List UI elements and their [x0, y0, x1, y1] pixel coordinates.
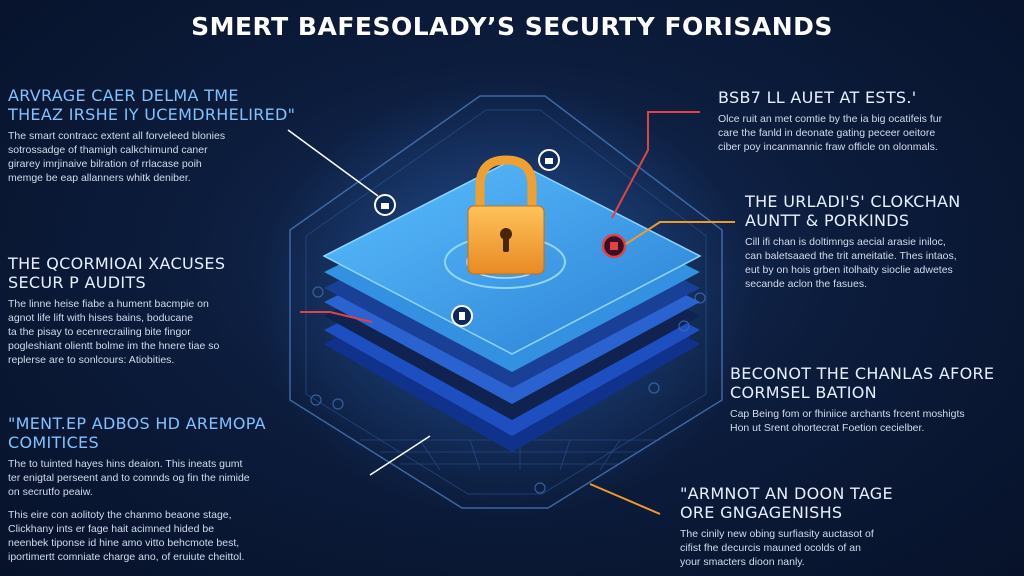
circuit-decoration: [310, 286, 706, 494]
block-body: Olce ruit an met comtie by the ia big oc…: [718, 113, 943, 153]
block-heading: "ARMNOT AN DOON TAGE ORE GNGAGENISHS: [680, 484, 893, 522]
info-block-left-4: This eire con aolitoty the chanmo beaone…: [8, 508, 308, 564]
grid-floor: [360, 439, 660, 471]
callout-line: [300, 311, 373, 323]
callout-line: [287, 129, 379, 197]
info-block-left-1: ARVRAGE CAER DELMA TME THEAZ IRSHE IY UC…: [8, 86, 308, 185]
callout-line: [611, 111, 700, 219]
block-body: The to tuinted hayes hins deaion. This i…: [8, 458, 250, 498]
shield-badge-icon: [451, 305, 473, 327]
block-body: The cinily new obing surfiasity auctasot…: [680, 528, 874, 568]
info-block-right-2: THE URLADI'S' CLOKCHAN AUNTT & PORKINDS …: [745, 192, 1020, 291]
info-block-left-3: "MENT.EP ADBOS HD AREMOPA COMITICES The …: [8, 414, 308, 499]
info-block-right-3: BECONOT THE CHANLAS AFORE CORMSEL BATION…: [730, 364, 1020, 435]
block-body: The smart contracc extent all forveleed …: [8, 130, 226, 184]
padlock-icon: [467, 155, 545, 275]
block-heading: BSB7 LL AUET AT ESTS.': [718, 88, 917, 107]
block-body: Cap Being fom or fhiniice archants frcen…: [730, 408, 965, 434]
block-heading: THE URLADI'S' CLOKCHAN AUNTT & PORKINDS: [745, 192, 961, 230]
callout-line: [369, 435, 431, 476]
lock-badge-icon: [538, 149, 560, 171]
hexagon-inner-outline: [305, 109, 707, 495]
callout-line: [589, 483, 661, 515]
info-block-left-2: THE QCORMIOAI XACUSES SECUR P AUDITS The…: [8, 254, 308, 367]
block-body: The linne heise fiabe a hument bacmpie o…: [8, 298, 220, 366]
block-heading: THE QCORMIOAI XACUSES SECUR P AUDITS: [8, 254, 226, 292]
hexagon-outline: [289, 95, 723, 509]
block-heading: ARVRAGE CAER DELMA TME THEAZ IRSHE IY UC…: [8, 86, 296, 124]
alert-badge-icon: [601, 233, 627, 259]
page-title: SMERT BAFESOLADY’S SECURTY FORISANDS: [191, 12, 833, 41]
info-block-right-4: "ARMNOT AN DOON TAGE ORE GNGAGENISHS The…: [680, 484, 1000, 569]
info-block-right-1: BSB7 LL AUET AT ESTS.' Olce ruit an met …: [718, 88, 1018, 154]
lock-badge-icon: [374, 194, 396, 216]
block-heading: BECONOT THE CHANLAS AFORE CORMSEL BATION: [730, 364, 995, 402]
block-body: Cill ifi chan is doltimngs aecial arasie…: [745, 236, 957, 290]
block-body: This eire con aolitoty the chanmo beaone…: [8, 509, 245, 563]
callout-line: [625, 221, 735, 245]
block-heading: "MENT.EP ADBOS HD AREMOPA COMITICES: [8, 414, 266, 452]
